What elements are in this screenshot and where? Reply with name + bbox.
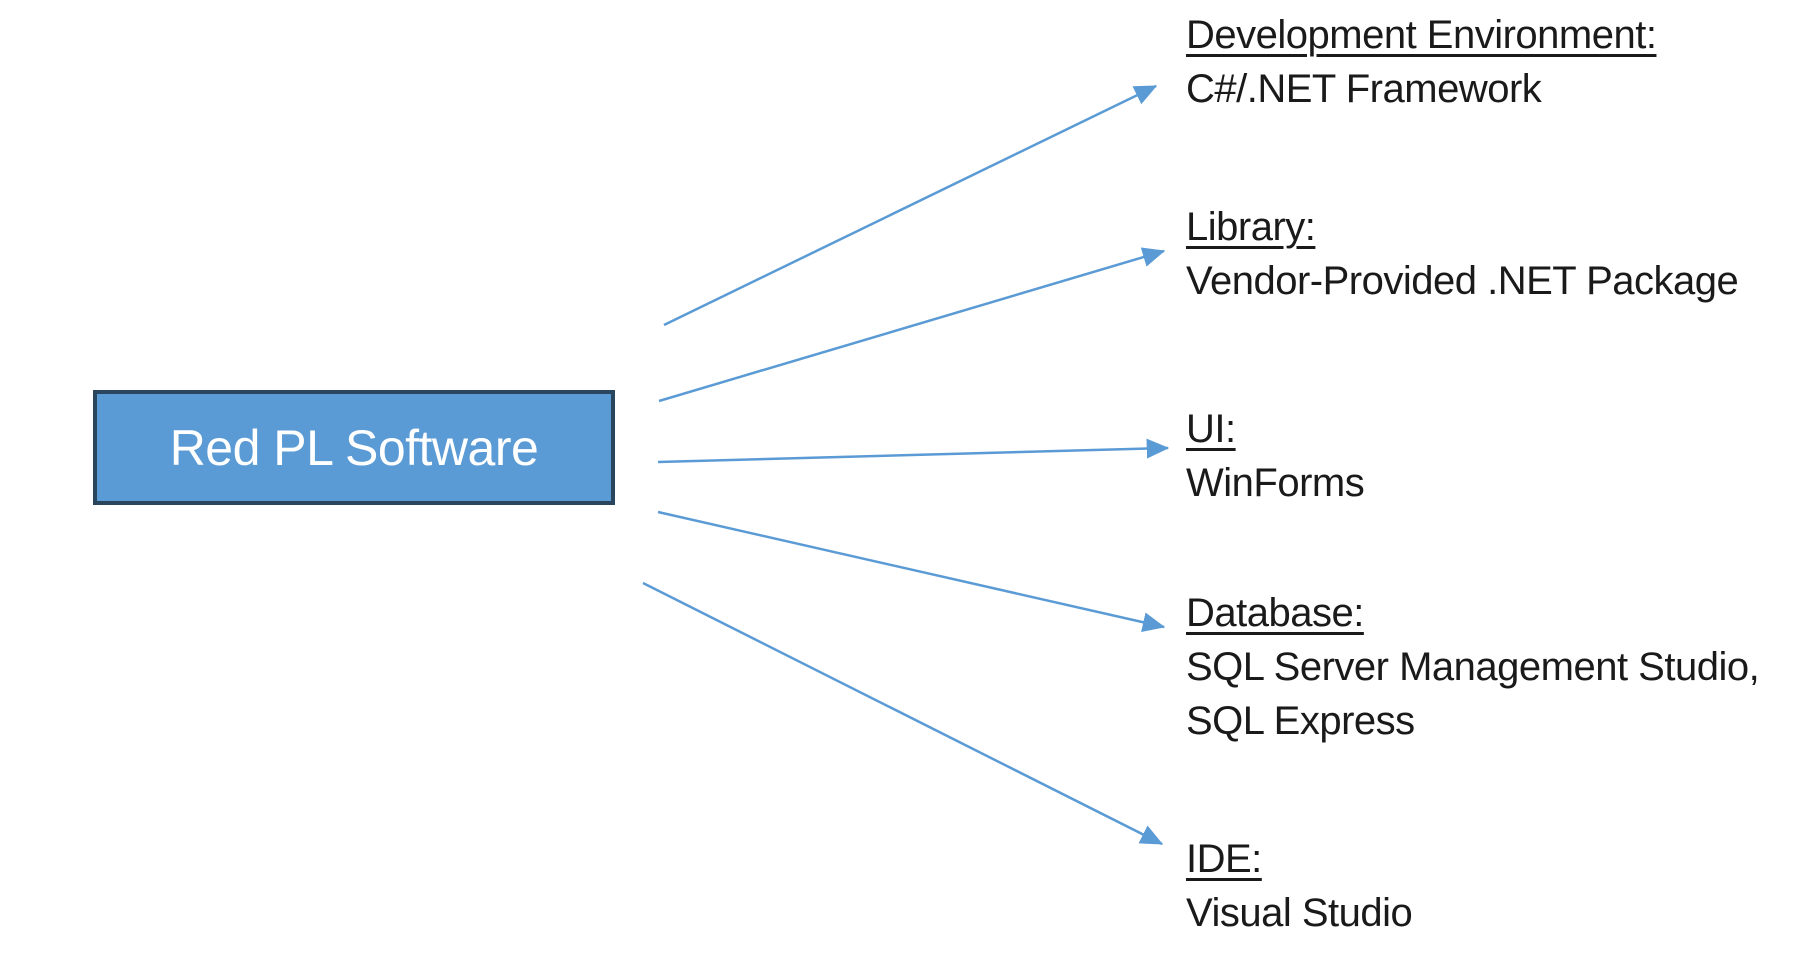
- item-ui: UI: WinForms: [1186, 402, 1365, 510]
- item-line: Vendor-Provided .NET Package: [1186, 259, 1739, 303]
- arrow-to-database: [657, 510, 1166, 633]
- item-heading: Development Environment:: [1186, 13, 1657, 57]
- item-library: Library: Vendor-Provided .NET Package: [1186, 200, 1739, 308]
- item-line: WinForms: [1186, 461, 1365, 505]
- item-development-environment: Development Environment: C#/.NET Framewo…: [1186, 8, 1657, 116]
- item-ide: IDE: Visual Studio: [1186, 832, 1413, 940]
- item-database: Database: SQL Server Management Studio, …: [1186, 586, 1760, 748]
- arrow-to-ui: [657, 438, 1170, 464]
- item-line: C#/.NET Framework: [1186, 67, 1542, 111]
- item-line: Visual Studio: [1186, 891, 1413, 935]
- item-line: SQL Express: [1186, 699, 1415, 743]
- item-heading: IDE:: [1186, 837, 1262, 881]
- arrow-to-library: [658, 247, 1166, 403]
- arrow-to-ide: [642, 581, 1164, 846]
- arrow-to-development-environment: [663, 84, 1158, 327]
- root-shape-label: Red PL Software: [169, 419, 539, 476]
- item-heading: Database:: [1186, 591, 1364, 635]
- item-heading: UI:: [1186, 407, 1236, 451]
- item-heading: Library:: [1186, 205, 1316, 249]
- item-line: SQL Server Management Studio,: [1186, 645, 1760, 689]
- root-shape: Red PL Software: [93, 390, 615, 505]
